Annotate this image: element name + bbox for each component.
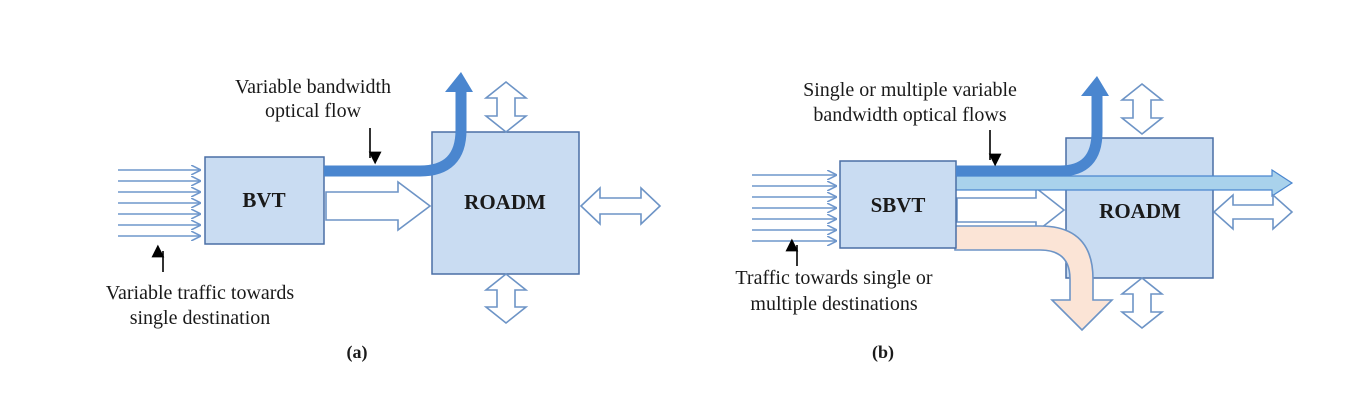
double-arrow-top-b	[1119, 82, 1165, 136]
double-arrow-top-a	[483, 80, 529, 134]
bvt-label: BVT	[242, 188, 285, 212]
panel-b: SBVT ROADM Single or multiple variable b…	[735, 76, 1294, 363]
double-arrow-bottom-a	[483, 272, 529, 325]
peach-flow-arrow-b	[954, 225, 1114, 332]
double-arrow-right-a	[579, 186, 662, 226]
roadm-label-a: ROADM	[464, 190, 546, 214]
double-arrow-bottom-b	[1119, 276, 1165, 330]
roadm-label-b: ROADM	[1099, 199, 1181, 223]
panel-a: BVT ROADM Variable bandwidth optical flo…	[106, 72, 662, 363]
traffic-label-line1-b: Traffic towards single or	[735, 267, 933, 289]
traffic-label-line1-a: Variable traffic towards	[106, 282, 295, 304]
input-traffic-lines-b	[752, 175, 836, 241]
variable-bandwidth-flow-arrow-a	[324, 72, 473, 177]
flow-label-line2-b: bandwidth optical flows	[813, 104, 1007, 126]
flow-label-line2-a: optical flow	[265, 100, 362, 122]
caption-b: (b)	[872, 342, 894, 363]
traffic-label-line2-b: multiple destinations	[750, 293, 917, 315]
hollow-arrow-bvt-roadm-a	[325, 180, 432, 232]
sbvt-label: SBVT	[871, 193, 926, 217]
hollow-arrow-sbvt-roadm-b	[956, 186, 1066, 234]
bvt-box-a	[204, 156, 325, 245]
caption-a: (a)	[347, 342, 368, 363]
traffic-label-line2-a: single destination	[130, 307, 271, 329]
blue-flow-arrow-b	[956, 76, 1109, 177]
double-arrow-right-b	[1212, 193, 1294, 231]
sbvt-box-b	[839, 160, 957, 249]
flow-label-line1-a: Variable bandwidth	[235, 76, 391, 98]
input-traffic-lines-a	[118, 170, 200, 236]
flow-label-line1-b: Single or multiple variable	[803, 79, 1017, 101]
